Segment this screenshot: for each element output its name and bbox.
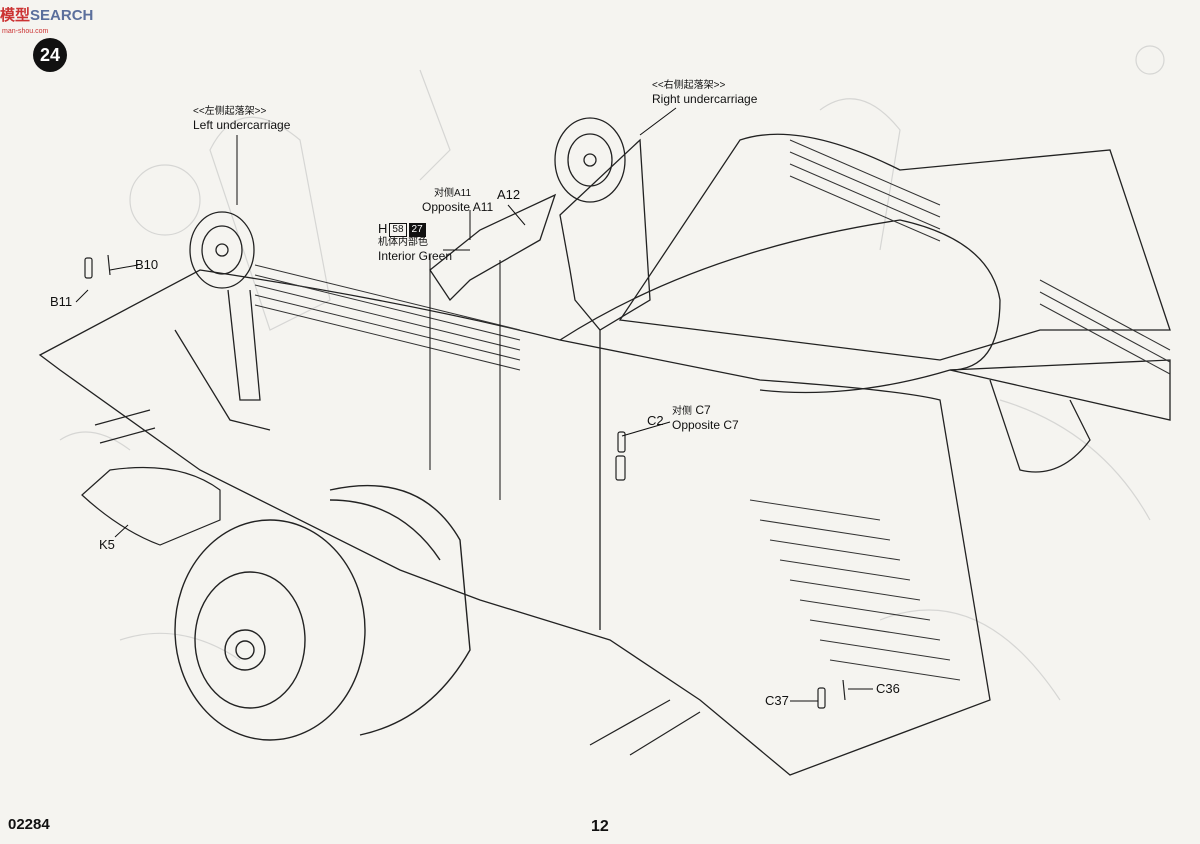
interior-green-en: Interior Green <box>378 249 453 263</box>
watermark-part1: 模型 <box>0 7 31 24</box>
watermark-subtitle: man-shou.com <box>2 28 49 35</box>
right-undercarriage-cn: <<右侧起落架>> <box>652 80 726 91</box>
site-watermark: 模型SEARCH <box>0 4 93 25</box>
opposite-a11-callout: 对侧A11 Opposite A11 <box>422 188 493 214</box>
paint-code-58: 58 <box>389 223 407 237</box>
opposite-c7-cn: 对侧 <box>672 406 692 417</box>
opposite-a11-cn: 对侧A11 <box>434 188 472 199</box>
left-landing-gear <box>174 211 271 431</box>
right-undercarriage-callout: <<右侧起落架>> Right undercarriage <box>652 80 757 106</box>
part-b10-label: B10 <box>135 257 159 272</box>
opposite-a11-en: Opposite A11 <box>422 200 494 214</box>
opposite-c7-part: C7 <box>695 403 711 417</box>
paint-code-27: 27 <box>408 223 426 237</box>
engine-cowling <box>174 484 471 741</box>
ghost-background <box>59 45 1165 701</box>
kit-number: 02284 <box>8 816 50 833</box>
part-c37-label: C37 <box>765 693 789 708</box>
interior-green-cn: 机体内部色 <box>378 237 428 248</box>
page-number: 12 <box>591 818 609 835</box>
wing-assembly <box>38 133 1171 776</box>
left-undercarriage-en: Left undercarriage <box>193 118 291 132</box>
left-undercarriage-callout: <<左侧起落架>> Left undercarriage <box>193 106 290 132</box>
left-undercarriage-cn: <<左侧起落架>> <box>193 106 267 117</box>
part-c2-label: C2 <box>647 413 664 428</box>
part-c36-label: C36 <box>876 681 900 696</box>
small-parts <box>81 254 846 756</box>
opposite-c7-en: Opposite C7 <box>672 418 739 432</box>
step-number-badge: 24 <box>33 38 67 72</box>
wing-hatching <box>254 139 1171 681</box>
part-k5-label: K5 <box>99 537 115 552</box>
right-undercarriage-en: Right undercarriage <box>652 92 758 106</box>
opposite-c7-callout: 对侧 C7 Opposite C7 <box>672 403 739 432</box>
right-landing-gear <box>429 117 651 630</box>
part-a12-label: A12 <box>497 187 521 202</box>
leader-lines <box>75 107 873 702</box>
paint-prefix: H <box>378 221 388 236</box>
part-b11-label: B11 <box>50 294 73 309</box>
watermark-part2: SEARCH <box>30 7 94 24</box>
